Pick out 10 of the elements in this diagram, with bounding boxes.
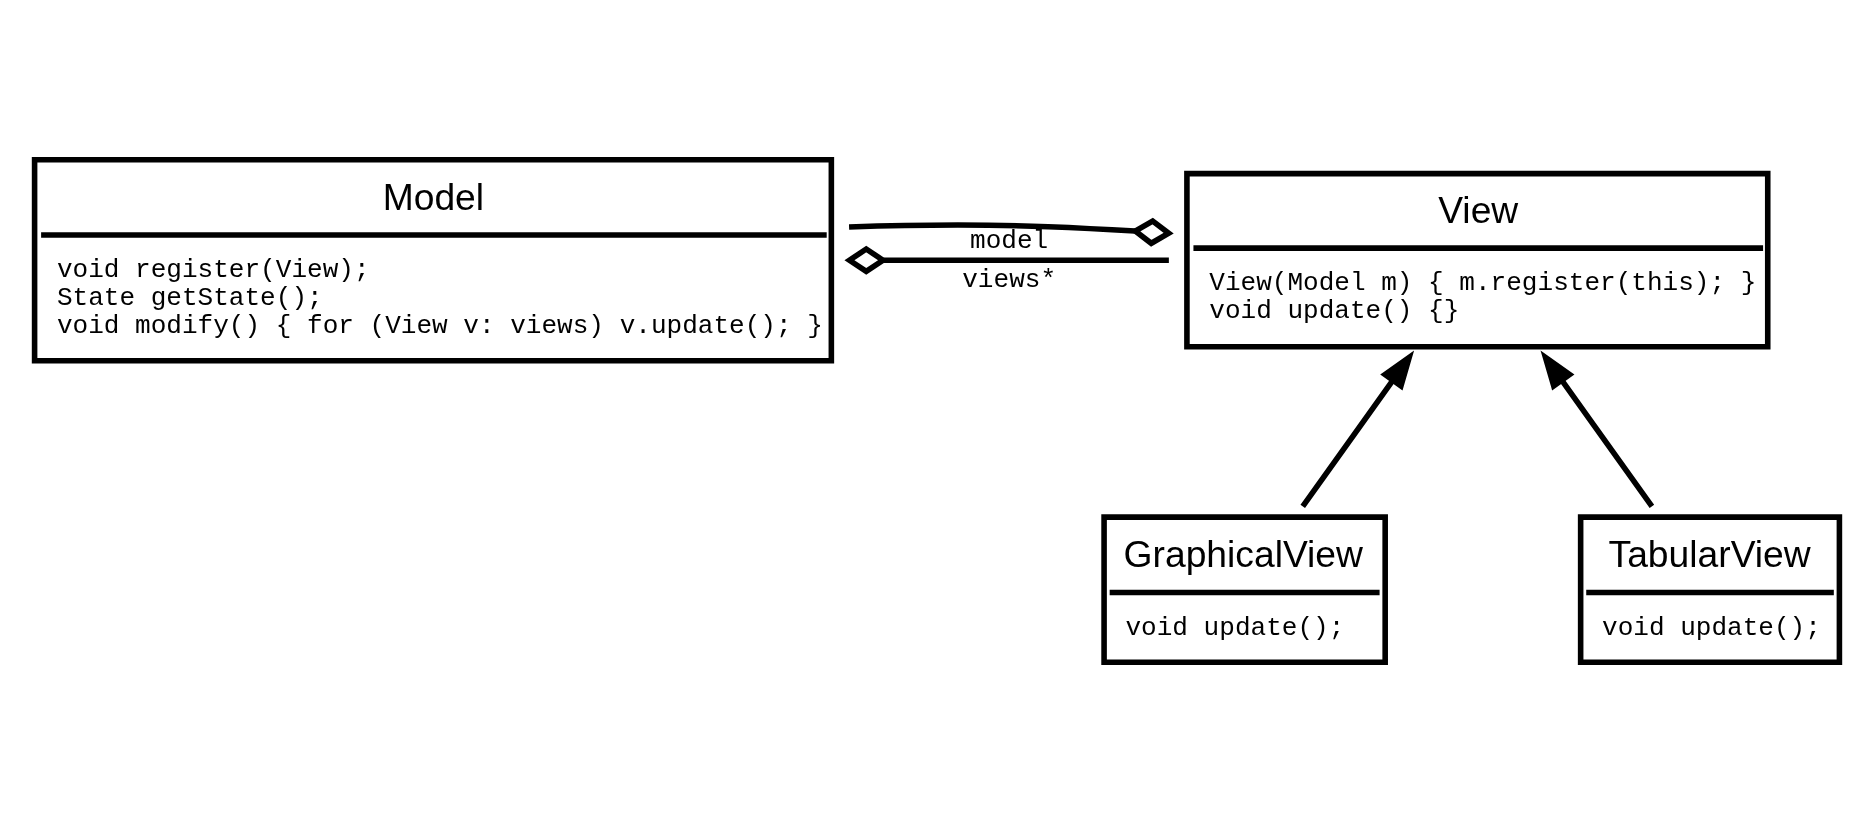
node-box: Model void register(View); State getState(); void modify() { for (View v: views) v.update(); } [31,156,835,364]
connector [848,217,1174,247]
edge-label: views* [962,264,1057,295]
node-box: TabularView void update(); [1577,513,1843,665]
connector [844,245,1169,275]
arrow [1300,350,1415,508]
node-box: View View(Model m) { m.register(this); } void update() {} [1184,170,1771,350]
node-box: GraphicalView void update(); [1101,513,1388,665]
arrow [1540,350,1655,508]
edge-label: model [970,225,1049,256]
